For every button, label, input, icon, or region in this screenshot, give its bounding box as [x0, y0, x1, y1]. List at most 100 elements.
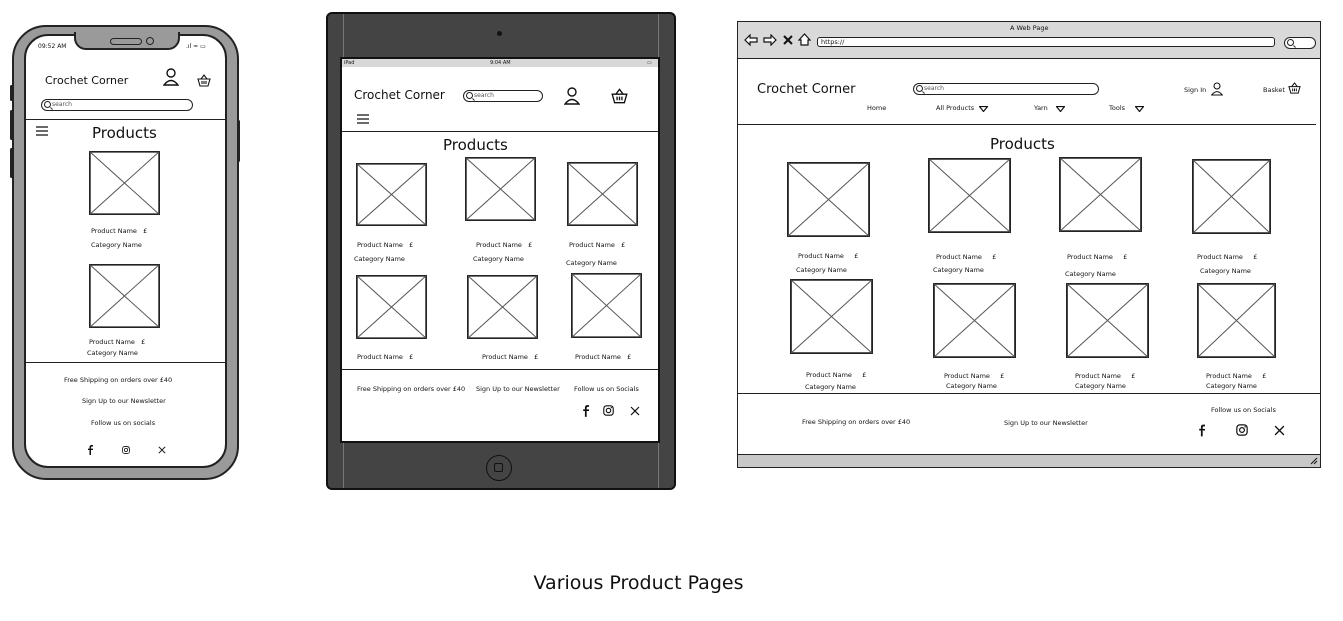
product-image[interactable]: [465, 157, 536, 221]
product-category: Category Name: [566, 259, 617, 267]
product-image[interactable]: [89, 151, 160, 215]
facebook-icon[interactable]: [87, 445, 93, 455]
search-icon: [466, 92, 473, 99]
footer-follow: Follow us on socials: [91, 419, 156, 427]
product-category: Category Name: [805, 383, 856, 391]
product-name[interactable]: Product Name £: [357, 241, 414, 249]
footer-newsletter[interactable]: Sign Up to our Newsletter: [476, 385, 560, 393]
nav-all-products[interactable]: All Products: [936, 104, 975, 112]
product-category: Category Name: [1065, 270, 1116, 278]
product-image[interactable]: [1059, 157, 1142, 232]
hamburger-menu-icon[interactable]: [36, 126, 48, 136]
chevron-down-icon[interactable]: [979, 106, 988, 112]
product-name[interactable]: Product Name £: [476, 241, 533, 249]
product-image[interactable]: [933, 283, 1016, 358]
product-name[interactable]: Product Name £: [1067, 253, 1128, 261]
tablet-screen: [340, 57, 660, 443]
nav-home[interactable]: Home: [867, 104, 887, 112]
product-name[interactable]: Product Name £: [89, 338, 146, 346]
x-icon[interactable]: [158, 446, 166, 454]
product-name[interactable]: Product Name £: [1206, 372, 1267, 380]
basket-icon[interactable]: [611, 88, 628, 104]
search-placeholder: search: [924, 85, 944, 92]
product-image[interactable]: [790, 279, 873, 354]
user-icon[interactable]: [1211, 82, 1223, 96]
search-icon: [1287, 39, 1294, 46]
nav-tools[interactable]: Tools: [1109, 104, 1126, 112]
product-category: Category Name: [946, 382, 997, 390]
instagram-icon[interactable]: [603, 405, 614, 416]
sign-in-link[interactable]: Sign In: [1184, 86, 1207, 94]
url-bar[interactable]: https://: [817, 37, 1275, 47]
x-icon[interactable]: [1274, 425, 1285, 436]
basket-link[interactable]: Basket: [1263, 86, 1285, 94]
window-title: A Web Page: [1010, 24, 1049, 32]
product-image[interactable]: [1197, 283, 1276, 358]
product-name[interactable]: Product Name £: [944, 372, 1005, 380]
product-name[interactable]: Product Name £: [569, 241, 626, 249]
product-image[interactable]: [467, 275, 538, 339]
home-icon[interactable]: [798, 33, 811, 46]
chevron-down-icon[interactable]: [1056, 106, 1065, 112]
user-icon[interactable]: [163, 68, 179, 86]
chevron-down-icon[interactable]: [1135, 106, 1144, 112]
facebook-icon[interactable]: [1198, 424, 1205, 437]
browser-search-input[interactable]: [1284, 37, 1316, 49]
browser-brand[interactable]: Crochet Corner: [757, 82, 856, 97]
product-name[interactable]: Product Name £: [1075, 372, 1136, 380]
page-title: Products: [443, 136, 508, 154]
footer-divider: [738, 393, 1320, 394]
nav-yarn[interactable]: Yarn: [1034, 104, 1048, 112]
instagram-icon[interactable]: [122, 446, 130, 454]
phone-brand[interactable]: Crochet Corner: [45, 74, 129, 87]
instagram-icon[interactable]: [1236, 424, 1248, 436]
facebook-icon[interactable]: [582, 405, 589, 417]
product-name[interactable]: Product Name £: [91, 227, 148, 235]
product-image[interactable]: [1066, 283, 1149, 358]
footer-shipping: Free Shipping on orders over £40: [357, 385, 466, 393]
product-image[interactable]: [356, 275, 427, 339]
basket-icon[interactable]: [197, 74, 211, 87]
product-name[interactable]: Product Name £: [357, 353, 414, 361]
footer-newsletter[interactable]: Sign Up to our Newsletter: [1004, 419, 1088, 427]
product-name[interactable]: Product Name £: [806, 371, 867, 379]
footer-newsletter[interactable]: Sign Up to our Newsletter: [82, 397, 166, 405]
product-image[interactable]: [571, 273, 642, 338]
product-image[interactable]: [787, 162, 870, 237]
phone-speaker: [110, 38, 142, 45]
search-input[interactable]: search: [463, 90, 543, 102]
product-name[interactable]: Product Name £: [482, 353, 539, 361]
search-input[interactable]: search: [913, 83, 1099, 95]
tablet-brand[interactable]: Crochet Corner: [354, 88, 445, 102]
phone-notch: [74, 32, 180, 50]
product-image[interactable]: [928, 158, 1011, 233]
search-input[interactable]: search: [41, 99, 193, 111]
stop-icon[interactable]: [783, 35, 793, 45]
product-name[interactable]: Product Name £: [1197, 253, 1258, 261]
product-image[interactable]: [89, 264, 160, 328]
footer-divider: [26, 362, 225, 363]
product-category: Category Name: [87, 349, 138, 357]
basket-icon[interactable]: [1288, 82, 1301, 94]
product-image[interactable]: [1192, 159, 1271, 234]
back-icon[interactable]: [744, 34, 758, 46]
product-name[interactable]: Product Name £: [575, 353, 632, 361]
home-button[interactable]: [486, 455, 512, 481]
footer-follow: Follow us on Socials: [1211, 406, 1276, 414]
hamburger-menu-icon[interactable]: [357, 114, 369, 124]
user-icon[interactable]: [564, 87, 580, 105]
product-name[interactable]: Product Name £: [936, 253, 997, 261]
toolbar-divider: [738, 58, 1320, 59]
phone-status-time: 09:52 AM: [38, 43, 67, 50]
search-icon: [916, 85, 923, 92]
resize-handle-icon[interactable]: [1310, 457, 1318, 465]
product-name[interactable]: Product Name £: [798, 252, 859, 260]
phone-status-icons: .ıl ≈ ▭: [186, 43, 206, 50]
page-title: Products: [990, 135, 1055, 153]
forward-icon[interactable]: [763, 34, 777, 46]
product-category: Category Name: [1075, 382, 1126, 390]
x-icon[interactable]: [630, 406, 640, 416]
product-image[interactable]: [567, 162, 638, 226]
product-image[interactable]: [356, 163, 427, 226]
phone-volume-button: [10, 148, 13, 178]
